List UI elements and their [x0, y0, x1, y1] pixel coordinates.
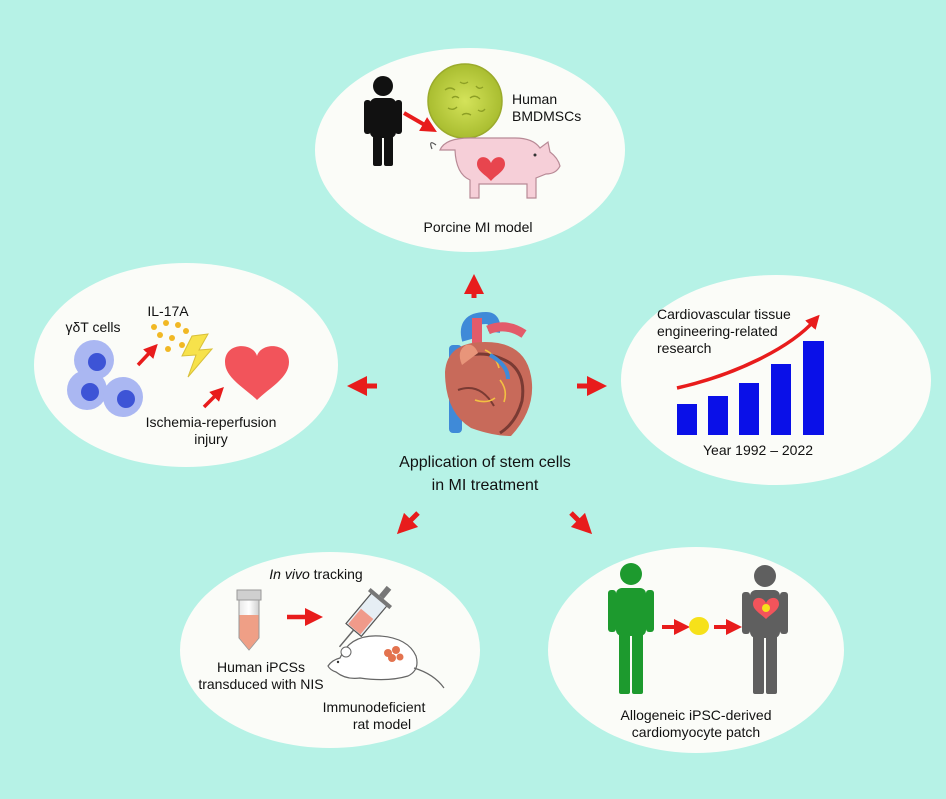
- label-ischemia-2: injury: [194, 431, 227, 447]
- cytokine-dots-icon: [151, 320, 189, 352]
- patch-on-heart: [762, 604, 770, 612]
- rat-icon: [327, 635, 445, 689]
- panel-right: Cardiovascular tissue engineering-relate…: [621, 275, 931, 485]
- bar-chart-icon: [677, 341, 824, 435]
- label-il-17a: IL-17A: [147, 303, 189, 319]
- panel-bottom-right: Allogeneic iPSC-derived cardiomyocyte pa…: [548, 547, 844, 753]
- label-porcine-mi-model: Porcine MI model: [424, 219, 533, 235]
- panel-top: Human BMDMSCs Porcine MI model: [315, 48, 625, 252]
- heart-icon: [477, 157, 505, 181]
- donor-person-icon: [608, 563, 654, 694]
- label-research-1: Cardiovascular tissue: [657, 306, 791, 322]
- bar-1: [677, 404, 697, 435]
- bar-2: [708, 396, 728, 435]
- center-title-2: in MI treatment: [432, 477, 539, 494]
- label-ischemia-1: Ischemia-reperfusion: [146, 414, 277, 430]
- immune-cell-icon: [67, 340, 143, 417]
- label-human-bmdmscs-1: Human: [512, 91, 557, 107]
- arrow-to-heart: [202, 387, 224, 409]
- cell-patch-icon: [689, 617, 709, 635]
- bar-3: [739, 383, 759, 435]
- label-human-ipcss-2: transduced with NIS: [198, 676, 323, 692]
- label-allogeneic-1: Allogeneic iPSC-derived: [621, 707, 772, 723]
- label-research-3: research: [657, 340, 711, 356]
- label-gamma-delta-t-cells: γδT cells: [66, 319, 121, 335]
- radiating-arrows: [347, 274, 607, 535]
- label-immunodeficient-2: rat model: [353, 716, 411, 732]
- bar-5: [803, 341, 824, 435]
- centrifuge-tube-icon: [236, 589, 262, 651]
- center-title-1: Application of stem cells: [399, 454, 571, 471]
- trend-arrow-icon: [676, 314, 820, 390]
- center-hub: Application of stem cells in MI treatmen…: [399, 311, 571, 494]
- label-years: Year 1992 – 2022: [703, 442, 813, 458]
- arrow-to-bottom-right: [569, 511, 593, 535]
- label-in-vivo-tracking: In vivo tracking: [269, 566, 362, 582]
- panel-left: γδT cells IL-17A Ischemia-reperfusion in…: [34, 263, 338, 467]
- bar-4: [771, 364, 791, 435]
- label-immunodeficient-1: Immunodeficient: [323, 699, 426, 715]
- label-in-vivo: In vivo: [269, 566, 310, 582]
- arrow-human-to-culture: [403, 111, 437, 132]
- lightning-icon: [181, 333, 214, 378]
- heart-icon: [225, 346, 289, 400]
- anatomical-heart-icon: [445, 311, 533, 436]
- label-human-bmdmscs-2: BMDMSCs: [512, 108, 581, 124]
- syringe-icon: [338, 585, 393, 648]
- panel-left-ellipse: [34, 263, 338, 467]
- label-tracking: tracking: [310, 566, 363, 582]
- arrow-to-bottom-left: [396, 511, 420, 535]
- cell-culture-dish-icon: [427, 63, 503, 139]
- arrow-cells-to-cytokine: [136, 343, 158, 367]
- label-allogeneic-2: cardiomyocyte patch: [632, 724, 760, 740]
- label-research-2: engineering-related: [657, 323, 778, 339]
- panel-bottom-left: In vivo tracking Human iP: [180, 552, 480, 748]
- human-silhouette-icon: [364, 76, 402, 166]
- label-human-ipcss-1: Human iPCSs: [217, 659, 305, 675]
